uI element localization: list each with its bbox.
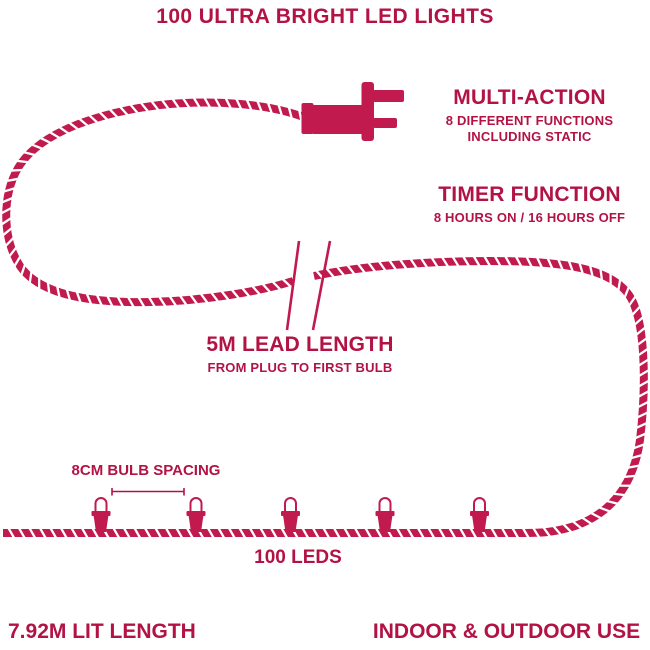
cable-break-icon xyxy=(285,240,332,331)
bulb-dome xyxy=(94,497,108,513)
bulb-dome xyxy=(473,497,486,513)
bulb-icon xyxy=(186,497,206,532)
bulb-socket xyxy=(283,515,298,532)
multi-action-sub-line2: INCLUDING STATIC xyxy=(467,128,592,144)
bulb-socket-flange xyxy=(186,511,206,516)
bulb-socket-flange xyxy=(375,511,395,516)
plug-prong-bottom xyxy=(373,118,397,128)
bulb-socket-flange xyxy=(470,511,489,516)
bulb-socket-flange xyxy=(281,511,300,516)
led-count-label: 100 LEDS xyxy=(254,547,342,568)
bulb-dome xyxy=(378,497,392,513)
plug-body xyxy=(312,105,364,134)
bulb-socket xyxy=(377,515,393,532)
feature-lead-length: 5M LEAD LENGTH FROM PLUG TO FIRST BULB xyxy=(180,333,420,376)
bulb-icon xyxy=(281,497,300,532)
break-slash-right xyxy=(311,240,332,331)
bulb-socket xyxy=(472,515,487,532)
multi-action-heading: MULTI-ACTION xyxy=(453,86,606,109)
page-title: 100 ULTRA BRIGHT LED LIGHTS xyxy=(156,5,494,28)
usage-label: INDOOR & OUTDOOR USE xyxy=(372,620,641,643)
lead-length-heading: 5M LEAD LENGTH xyxy=(206,333,394,356)
bulb-string xyxy=(91,497,489,532)
bulb-icon xyxy=(91,497,111,532)
bulb-spacing-label: 8CM BULB SPACING xyxy=(71,462,221,479)
plug-collar xyxy=(301,103,314,134)
plug-faceplate xyxy=(361,82,374,141)
lit-length-label: 7.92M LIT LENGTH xyxy=(8,620,196,643)
feature-timer: TIMER FUNCTION 8 HOURS ON / 16 HOURS OFF xyxy=(400,183,650,226)
feature-multi-action: MULTI-ACTION 8 DIFFERENT FUNCTIONS INCLU… xyxy=(400,86,650,144)
multi-action-sub-line1: 8 DIFFERENT FUNCTIONS xyxy=(445,113,614,128)
timer-heading: TIMER FUNCTION xyxy=(438,183,621,206)
bulb-dome xyxy=(189,497,203,513)
bulb-dome xyxy=(284,497,297,513)
bulb-socket xyxy=(188,515,204,532)
bulb-socket-flange xyxy=(91,511,111,516)
bulb-icon xyxy=(375,497,395,532)
plug-prong-top xyxy=(373,90,404,102)
plug-icon xyxy=(301,82,404,141)
bulb-icon xyxy=(470,497,489,532)
break-slash-left xyxy=(285,240,301,331)
cable-twist-pattern xyxy=(0,97,650,539)
lead-length-sub: FROM PLUG TO FIRST BULB xyxy=(207,360,393,375)
bulb-socket xyxy=(93,515,109,532)
spacing-measure-line xyxy=(111,488,185,496)
timer-sub: 8 HOURS ON / 16 HOURS OFF xyxy=(433,210,626,225)
